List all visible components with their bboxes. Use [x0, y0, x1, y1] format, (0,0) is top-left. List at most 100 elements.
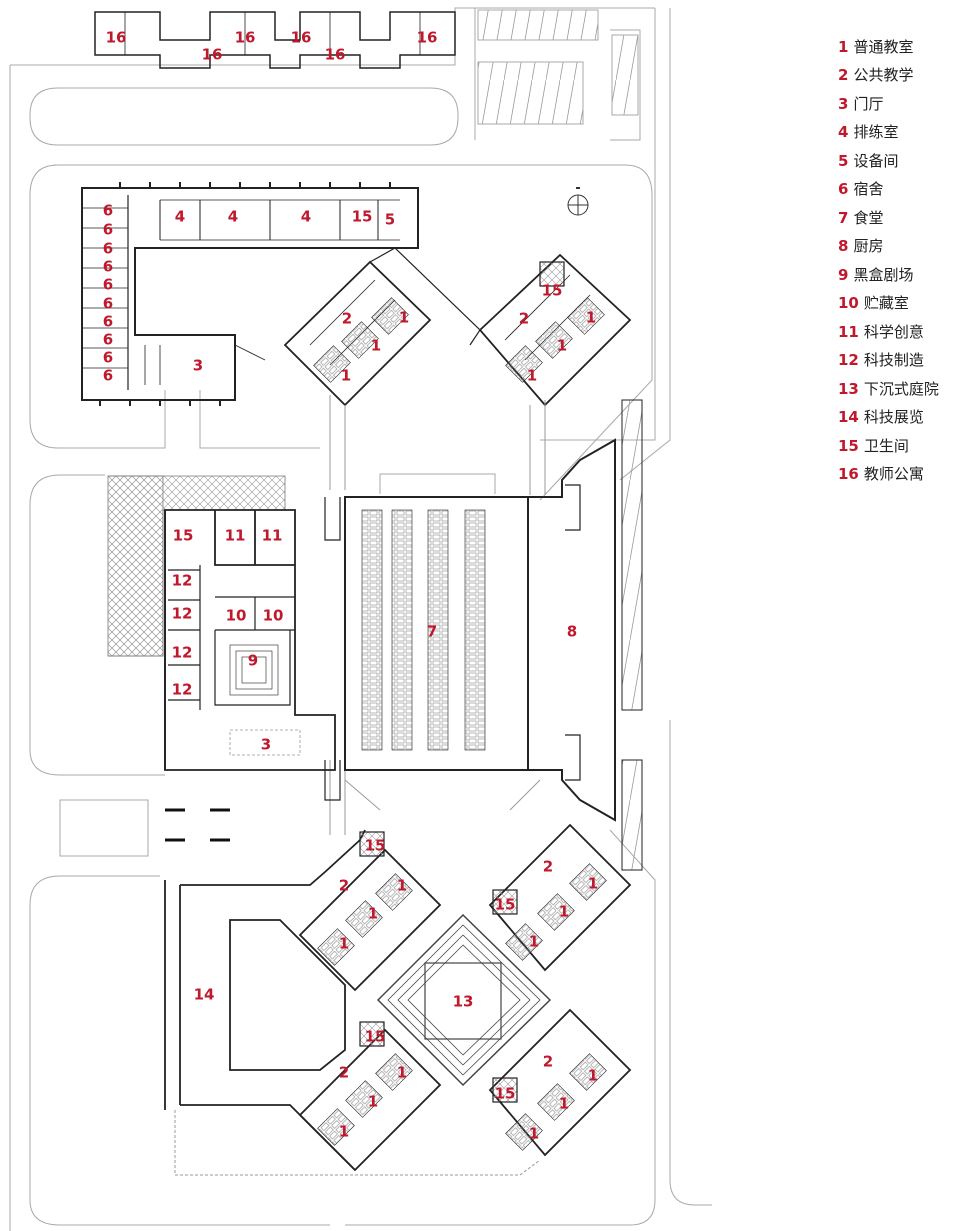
- room-label-4: 4: [174, 207, 186, 226]
- room-label-9: 9: [247, 651, 259, 670]
- room-label-4: 4: [227, 207, 239, 226]
- room-label-6: 6: [102, 239, 114, 258]
- entrance-bars: [165, 808, 230, 842]
- room-label-3: 3: [192, 356, 204, 375]
- legend-number: 15: [838, 437, 859, 455]
- room-label-10: 10: [262, 606, 284, 625]
- sunken-courtyard: [376, 913, 552, 1087]
- legend-number: 6: [838, 180, 849, 198]
- room-label-1: 1: [367, 904, 379, 923]
- room-label-11: 11: [261, 526, 283, 545]
- upper-classroom-wing-left: [283, 247, 481, 407]
- legend-number: 1: [838, 38, 849, 56]
- room-label-8: 8: [566, 622, 578, 641]
- room-label-2: 2: [338, 1063, 350, 1082]
- room-label-6: 6: [102, 275, 114, 294]
- room-label-15: 15: [351, 207, 373, 226]
- legend-label: 下沉式庭院: [863, 380, 939, 398]
- room-label-6: 6: [102, 366, 114, 385]
- legend-number: 4: [838, 123, 849, 141]
- lower-classroom-wing-lower-left: [298, 1021, 442, 1172]
- science-block: [164, 509, 336, 771]
- teacher-apartments: [94, 11, 456, 69]
- legend-label: 宿舍: [853, 180, 884, 198]
- room-label-6: 6: [102, 201, 114, 220]
- legend-label: 排练室: [853, 123, 899, 141]
- room-label-1: 1: [587, 1066, 599, 1085]
- legend-number: 3: [838, 95, 849, 113]
- room-label-16: 16: [416, 28, 438, 47]
- room-label-15: 15: [494, 1084, 516, 1103]
- legend-number: 12: [838, 351, 859, 369]
- room-label-15: 15: [364, 836, 386, 855]
- room-label-1: 1: [528, 932, 540, 951]
- room-label-11: 11: [224, 526, 246, 545]
- room-label-1: 1: [585, 308, 597, 327]
- legend-number: 10: [838, 294, 859, 312]
- room-label-15: 15: [494, 895, 516, 914]
- room-label-1: 1: [396, 876, 408, 895]
- room-label-1: 1: [370, 336, 382, 355]
- dormitory-block: [81, 182, 419, 406]
- legend-label: 普通教室: [853, 38, 914, 56]
- room-label-16: 16: [201, 45, 223, 64]
- room-label-1: 1: [558, 902, 570, 921]
- site-roads: [9, 7, 712, 1231]
- room-label-2: 2: [542, 857, 554, 876]
- kitchen-block: [528, 399, 643, 871]
- legend-label: 教师公寓: [863, 465, 924, 483]
- legend-label: 卫生间: [863, 437, 909, 455]
- room-label-1: 1: [528, 1124, 540, 1143]
- room-label-6: 6: [102, 257, 114, 276]
- legend-label: 科技展览: [863, 408, 924, 426]
- connector-corridors: [329, 395, 546, 835]
- room-label-2: 2: [542, 1052, 554, 1071]
- room-label-2: 2: [341, 309, 353, 328]
- room-label-15: 15: [172, 526, 194, 545]
- room-label-16: 16: [324, 45, 346, 64]
- legend-number: 16: [838, 465, 859, 483]
- room-label-1: 1: [338, 1122, 350, 1141]
- lower-classroom-wing-upper-right: [488, 823, 632, 972]
- room-label-1: 1: [340, 366, 352, 385]
- legend-number: 13: [838, 380, 859, 398]
- legend-label: 门厅: [853, 95, 884, 113]
- room-label-1: 1: [398, 308, 410, 327]
- room-label-15: 15: [541, 281, 563, 300]
- room-label-1: 1: [526, 366, 538, 385]
- room-label-16: 16: [290, 28, 312, 47]
- room-label-15: 15: [364, 1027, 386, 1046]
- legend-number: 9: [838, 266, 849, 284]
- room-label-3: 3: [260, 735, 272, 754]
- lower-classroom-wing-upper-left: [298, 831, 442, 992]
- room-label-12: 12: [171, 571, 193, 590]
- room-label-1: 1: [338, 934, 350, 953]
- legend-label: 厨房: [853, 237, 884, 255]
- room-label-12: 12: [171, 643, 193, 662]
- legend-number: 14: [838, 408, 859, 426]
- room-label-12: 12: [171, 680, 193, 699]
- room-label-1: 1: [367, 1092, 379, 1111]
- legend-number: 7: [838, 209, 849, 227]
- lower-classroom-wing-lower-right: [488, 1008, 632, 1157]
- room-label-6: 6: [102, 294, 114, 313]
- room-label-1: 1: [556, 336, 568, 355]
- room-label-1: 1: [396, 1063, 408, 1082]
- legend-label: 设备间: [853, 152, 899, 170]
- legend-label: 食堂: [853, 209, 884, 227]
- upper-classroom-wing-right: [478, 253, 632, 407]
- room-label-1: 1: [587, 874, 599, 893]
- room-label-12: 12: [171, 604, 193, 623]
- room-label-10: 10: [225, 606, 247, 625]
- legend-label: 科技制造: [863, 351, 924, 369]
